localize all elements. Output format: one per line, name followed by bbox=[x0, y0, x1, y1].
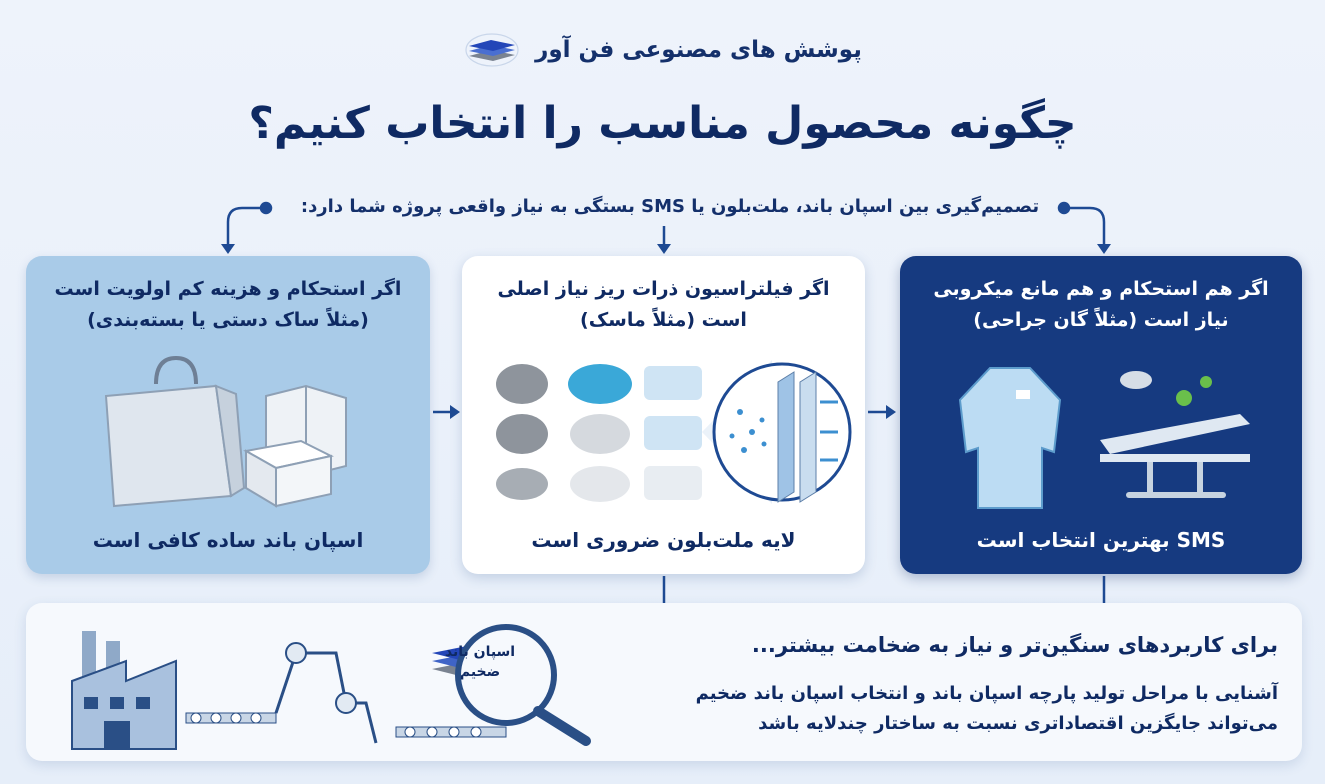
factory-production-line-icon bbox=[71, 624, 591, 750]
card-meltblown: اگر فیلتراسیون ذرات ریز نیاز اصلی است (م… bbox=[462, 256, 865, 574]
brand-name: پوشش های مصنوعی فن آور bbox=[535, 37, 862, 63]
card-spunbond-title: اگر استحکام و هزینه کم اولویت است (مثلاً… bbox=[54, 278, 402, 331]
bag-and-boxes-icon bbox=[104, 356, 347, 508]
card-meltblown-title: اگر فیلتراسیون ذرات ریز نیاز اصلی است (م… bbox=[497, 278, 830, 331]
page-subtitle: تصمیم‌گیری بین اسپان باند، ملت‌بلون یا S… bbox=[300, 196, 1040, 217]
lens-label: اسپان باند ضخیم bbox=[444, 644, 516, 680]
fabric-layers-logo-icon bbox=[465, 33, 519, 67]
card-sms: اگر هم استحکام و هم مانع میکروبی نیاز اس… bbox=[900, 256, 1302, 574]
brand-row: پوشش های مصنوعی فن آور bbox=[0, 28, 1325, 72]
page-title: چگونه محصول مناسب را انتخاب کنیم؟ bbox=[248, 98, 1077, 149]
masks-and-filter-icon bbox=[496, 360, 852, 504]
surgical-gown-and-bed-icon bbox=[958, 367, 1250, 509]
card-meltblown-result: لایه ملت‌بلون ضروری است bbox=[531, 528, 796, 552]
card-sms-title: اگر هم استحکام و هم مانع میکروبی نیاز اس… bbox=[933, 278, 1269, 331]
bottom-panel: برای کاربردهای سنگین‌تر و نیاز به ضخامت … bbox=[26, 603, 1302, 761]
card-spunbond-result: اسپان باند ساده کافی است bbox=[92, 528, 364, 552]
bottom-description: آشنایی با مراحل تولید پارچه اسپان باند و… bbox=[695, 683, 1278, 734]
card-spunbond: اگر استحکام و هزینه کم اولویت است (مثلاً… bbox=[26, 256, 430, 574]
card-sms-result: SMS بهترین انتخاب است bbox=[976, 528, 1226, 552]
bottom-heading: برای کاربردهای سنگین‌تر و نیاز به ضخامت … bbox=[751, 633, 1278, 657]
